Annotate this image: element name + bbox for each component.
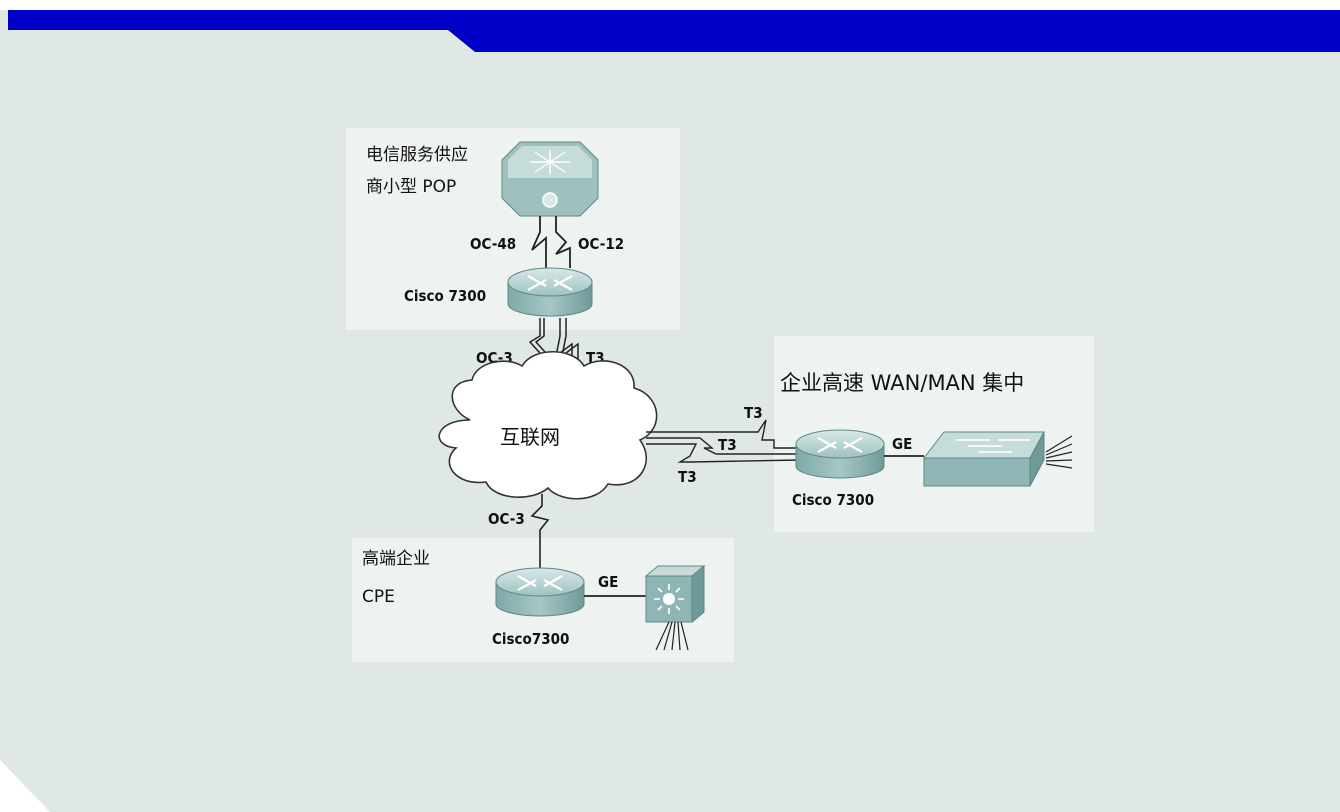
pop-router-label: Cisco 7300 bbox=[404, 287, 486, 305]
pop-router-icon bbox=[507, 267, 593, 317]
enterprise-agg-title: 企业高速 WAN/MAN 集中 bbox=[780, 371, 1024, 395]
internet-cloud-label: 互联网 bbox=[500, 425, 560, 449]
cpe-uplink-label: OC-3 bbox=[488, 510, 525, 528]
cpe-title-line1: 高端企业 bbox=[362, 549, 430, 569]
cpe-router-label: Cisco7300 bbox=[492, 630, 569, 648]
pop-link-right-label: OC-12 bbox=[578, 235, 624, 253]
enterprise-switch-fanout bbox=[1045, 435, 1073, 469]
pop-core-switch-icon bbox=[501, 141, 599, 217]
bottom-left-cut-corner bbox=[0, 760, 50, 812]
enterprise-router-icon bbox=[795, 429, 885, 479]
cpe-ge-label: GE bbox=[598, 573, 618, 591]
accent-bar bbox=[8, 10, 1340, 52]
pop-links bbox=[531, 216, 571, 268]
enterprise-t3-bottom-label: T3 bbox=[678, 468, 697, 486]
enterprise-t3-links bbox=[646, 419, 801, 463]
enterprise-t3-mid-label: T3 bbox=[718, 436, 737, 454]
enterprise-ge-label: GE bbox=[892, 435, 912, 453]
cpe-router-icon bbox=[495, 567, 585, 617]
enterprise-switch-icon bbox=[922, 431, 1045, 487]
cpe-title-line2: CPE bbox=[362, 587, 395, 607]
pop-link-left-label: OC-48 bbox=[470, 235, 516, 253]
internet-cloud-icon bbox=[438, 350, 658, 500]
pop-title-line2: 商小型 POP bbox=[366, 177, 456, 197]
cpe-switch-fanout bbox=[655, 621, 689, 651]
enterprise-t3-top-label: T3 bbox=[744, 404, 763, 422]
pop-title-line1: 电信服务供应 bbox=[366, 145, 468, 165]
cpe-l3-switch-icon bbox=[644, 564, 706, 624]
cpe-uplink-link bbox=[530, 494, 550, 572]
enterprise-router-label: Cisco 7300 bbox=[792, 491, 874, 509]
top-strip bbox=[0, 0, 1340, 10]
